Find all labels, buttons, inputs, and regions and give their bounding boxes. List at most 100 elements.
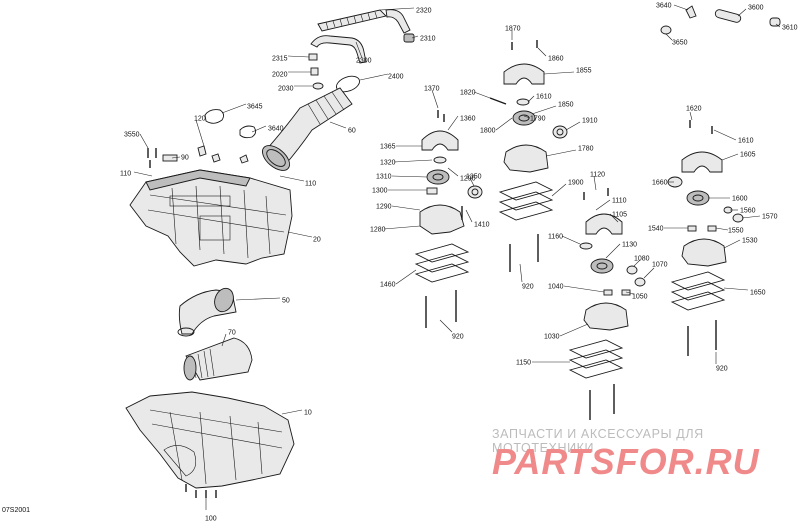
callout-70: 70 [228,330,236,337]
leader-line [537,47,547,57]
callout-1070: 1070 [652,262,668,269]
leader-line [287,231,313,238]
leader-line [737,8,747,17]
intake-manifold-20 [129,169,293,267]
callout-3645: 3645 [247,104,263,111]
callout-1080: 1080 [634,256,650,263]
callout-10: 10 [304,410,312,417]
leader-line [447,167,459,177]
callout-1040: 1040 [548,284,564,291]
callout-1160: 1160 [548,234,563,241]
leader-line [561,235,581,245]
leader-line [133,171,153,177]
leader-line [195,119,205,147]
callout-1560: 1560 [740,208,756,215]
manifold-hardware [147,145,249,168]
leader-line [633,259,641,267]
callout-1540: 1540 [648,226,664,233]
leader-line [543,71,575,75]
clamp-2400 [336,75,360,93]
leader-line [715,227,729,231]
clamp-3645 [204,109,225,124]
leader-line [473,91,491,99]
leader-line [379,7,415,11]
callout-1610: 1610 [738,138,754,145]
leader-line [545,149,577,157]
leader-line [723,239,741,249]
callout-1120: 1120 [590,172,605,179]
callout-920: 920 [716,366,728,373]
callout-2320: 2320 [416,8,432,15]
callout-1570: 1570 [762,214,778,221]
callout-3610: 3610 [782,25,798,32]
callout-1290: 1290 [460,176,476,183]
callout-2020: 2020 [272,72,288,79]
engine-mount-group-middle [489,40,568,272]
callout-1460: 1460 [380,282,396,289]
callout-920: 920 [452,334,464,341]
callout-2315: 2315 [272,56,288,63]
callout-1610: 1610 [536,94,552,101]
callout-1900: 1900 [568,180,584,187]
diagram-code: 07S2001 [2,507,31,514]
callout-1650: 1650 [750,290,766,297]
callout-1410: 1410 [474,222,490,229]
callout-1870: 1870 [505,26,521,33]
leader-line [221,333,227,347]
leader-line [281,409,303,415]
leader-line [689,111,693,121]
leader-line [447,115,459,131]
engine-mount-group-right [660,5,781,356]
callout-20: 20 [313,237,321,244]
callout-1850: 1850 [558,102,574,109]
engine-mount-group-lower [568,188,646,420]
leader-line [391,175,428,178]
fittings-2315-2020-2030 [308,53,324,90]
callout-1370: 1370 [424,86,440,93]
callout-1360: 1360 [460,116,476,123]
clamp-2310 [403,33,415,43]
vent-hose-2320 [317,9,411,34]
leader-line [383,225,421,230]
leader-line [523,115,531,119]
leader-line [605,243,621,259]
leader-line [495,117,513,131]
callout-3650: 3650 [672,40,688,47]
leader-line [551,183,567,197]
leader-line [527,95,535,103]
callout-1130: 1130 [622,242,637,249]
engine-mount-group-left [414,110,483,328]
intake-boot-60 [261,87,353,171]
callout-100: 100 [205,516,217,521]
leader-line [393,159,433,163]
callout-labels: 2320231023002315202020302400603645364012… [120,3,798,521]
callout-1150: 1150 [516,360,531,367]
leader-line [775,23,781,28]
callout-1365: 1365 [380,144,396,151]
callout-1110: 1110 [612,198,627,205]
hose-2300 [310,35,367,64]
leader-line [593,175,597,191]
callout-1310: 1310 [376,174,392,181]
oil-pan-10 [125,391,295,498]
leader-line [741,215,761,219]
leader-line [287,55,310,58]
callout-1855: 1855 [576,68,592,75]
callout-1280: 1280 [370,227,386,234]
throttle-adapter-50 [177,287,237,337]
leader-line [431,89,439,109]
callout-2300: 2300 [356,58,372,65]
callout-1800: 1800 [480,128,496,135]
leader-line [713,129,737,141]
callout-1600: 1600 [732,196,748,203]
leader-line [439,319,453,333]
leader-line [279,175,305,182]
callout-60: 60 [348,128,356,135]
watermark-tagline: ЗАПЧАСТИ И АКСЕССУАРЫ ДЛЯ МОТОТЕХНИКИ [492,427,704,455]
callout-2400: 2400 [388,74,404,81]
callout-1030: 1030 [544,334,560,341]
leader-line [395,269,417,285]
leader-line [359,73,389,81]
leader-line [221,103,247,114]
